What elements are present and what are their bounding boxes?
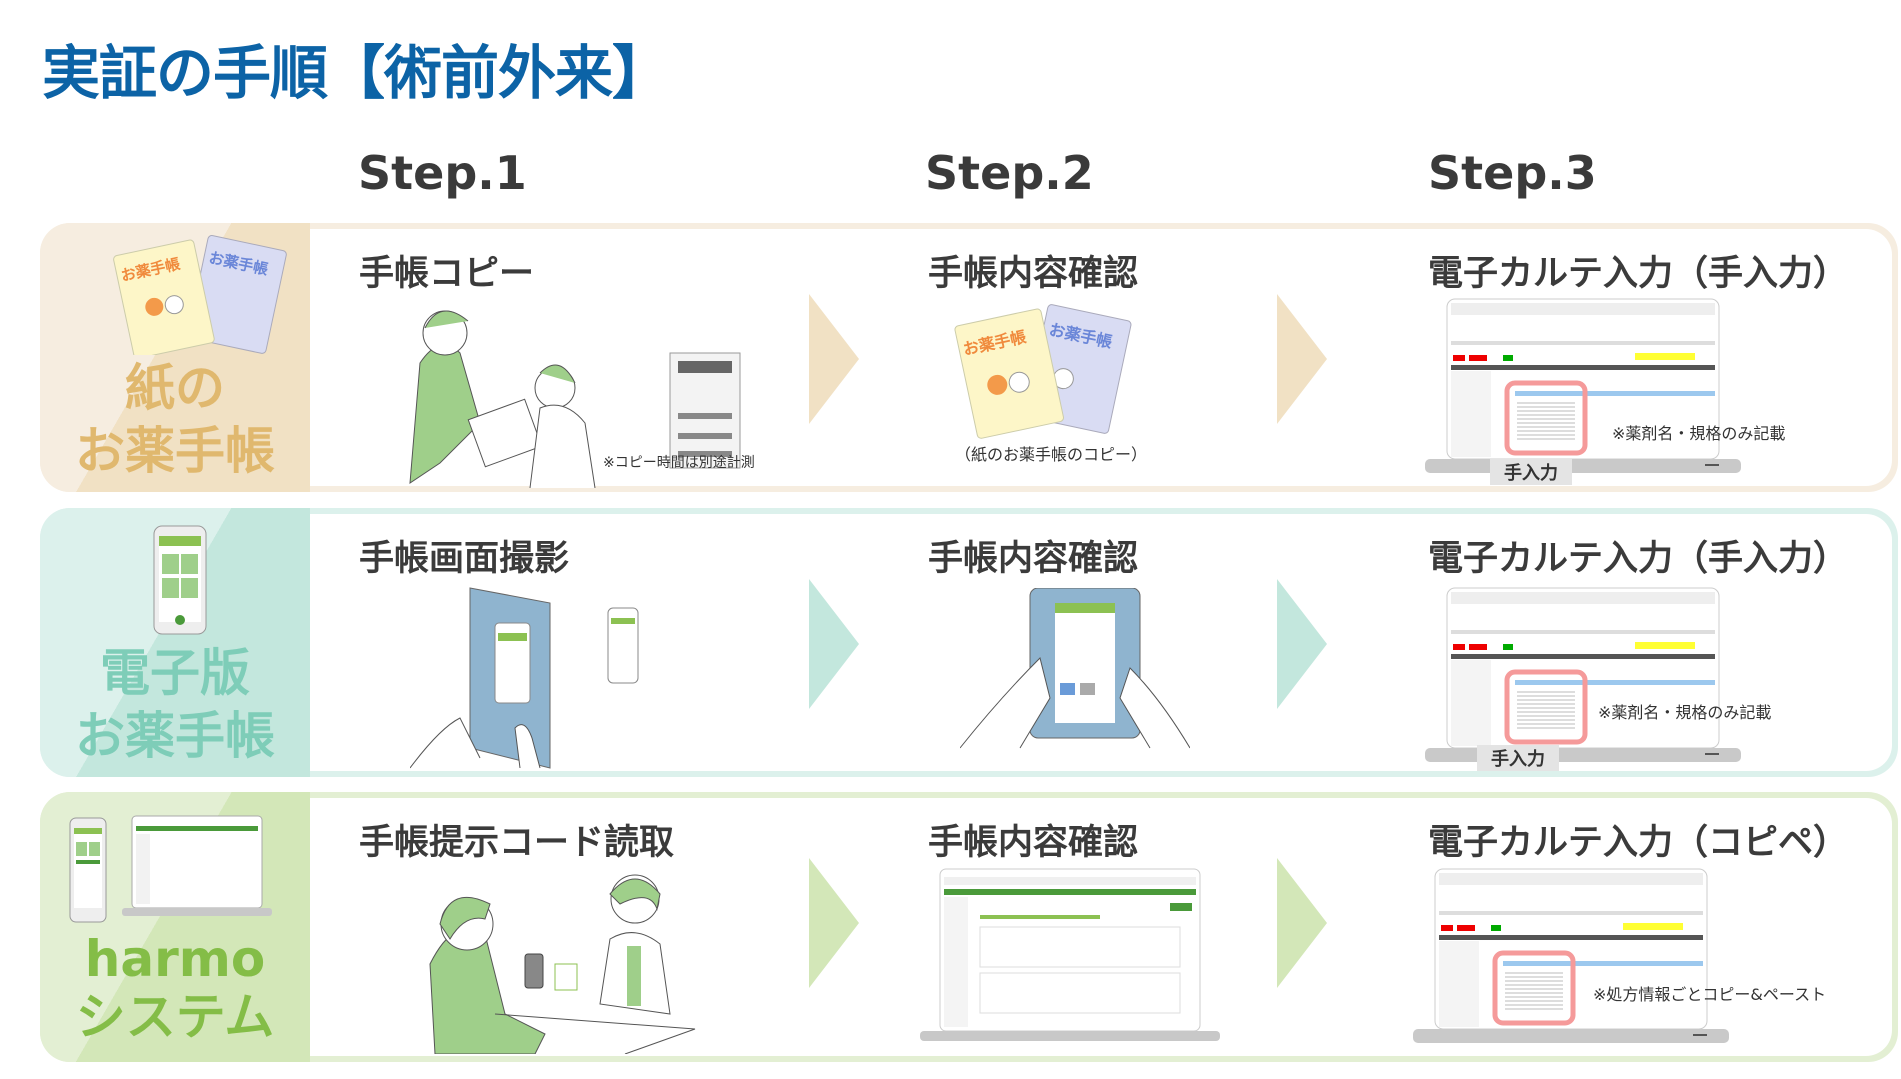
step2-heading: 手帳内容確認 [928,823,1139,863]
qr-code-reading-illustration [429,874,696,1054]
row-label-line2: システム [75,988,275,1046]
arrow-right-icon [809,858,859,988]
tablet-in-hands-illustration [960,588,1190,749]
tablet-photo-illustration [410,587,639,769]
step3-heading: 電子カルテ入力（手入力） [1428,254,1849,294]
step2-note: （紙のお薬手帳のコピー） [955,445,1148,464]
row-label-line2: お薬手帳 [75,422,275,480]
emr-laptop-illustration [1425,297,1745,486]
manual-input-label: 手入力 [1477,745,1559,771]
step3-heading: 電子カルテ入力（コピペ） [1428,823,1849,863]
arrow-right-icon [809,579,859,709]
row-label-line2: お薬手帳 [75,707,275,765]
page-title: 実証の手順【術前外来】 [42,39,670,107]
copy-people-illustration [409,310,741,488]
row-paper-notebook: お薬手帳 お薬手帳 紙の お薬手帳 手帳コピー ※コピー時間は別途計測 手帳内容… [40,223,1898,492]
step1-heading: 手帳提示コード読取 [359,823,675,863]
arrow-right-icon [809,294,859,424]
step1-note: ※コピー時間は別途計測 [603,455,755,471]
arrow-right-icon [1277,294,1327,424]
step-3-header: Step.3 [1428,146,1597,200]
step3-note: ※薬剤名・規格のみ記載 [1598,703,1772,722]
step2-heading: 手帳内容確認 [928,539,1139,579]
step2-heading: 手帳内容確認 [928,254,1139,294]
row-label-line1: 紙の [125,359,225,417]
step1-heading: 手帳画面撮影 [359,539,570,579]
step3-note: ※薬剤名・規格のみ記載 [1612,424,1786,443]
row-label-line1: 電子版 [100,644,250,702]
row-harmo-system: harmo システム 手帳提示コード読取 手帳内容確認 電子カルテ入力（コピペ）… [40,792,1898,1062]
row-label-line1: harmo [84,930,266,988]
step1-heading: 手帳コピー [359,254,535,294]
arrow-right-icon [1277,858,1327,988]
step-2-header: Step.2 [925,146,1094,200]
manual-input-label: 手入力 [1490,459,1572,485]
harmo-laptop-illustration [920,868,1220,1041]
emr-laptop-illustration [1413,867,1733,1056]
paper-notebook-copy-illustration: お薬手帳 お薬手帳 [954,304,1132,439]
emr-laptop-illustration [1425,586,1745,775]
step3-note: ※処方情報ごとコピー&ペースト [1593,985,1827,1004]
smartphone-app-icon [153,525,207,635]
row-digital-notebook: 電子版 お薬手帳 手帳画面撮影 手帳内容確認 電子カルテ入力（手入力） ※薬剤名… [40,508,1898,777]
step3-heading: 電子カルテ入力（手入力） [1428,539,1849,579]
paper-notebook-icon: お薬手帳 お薬手帳 [113,235,287,355]
harmo-devices-icon [69,815,272,923]
step-1-header: Step.1 [358,146,527,200]
arrow-right-icon [1277,579,1327,709]
